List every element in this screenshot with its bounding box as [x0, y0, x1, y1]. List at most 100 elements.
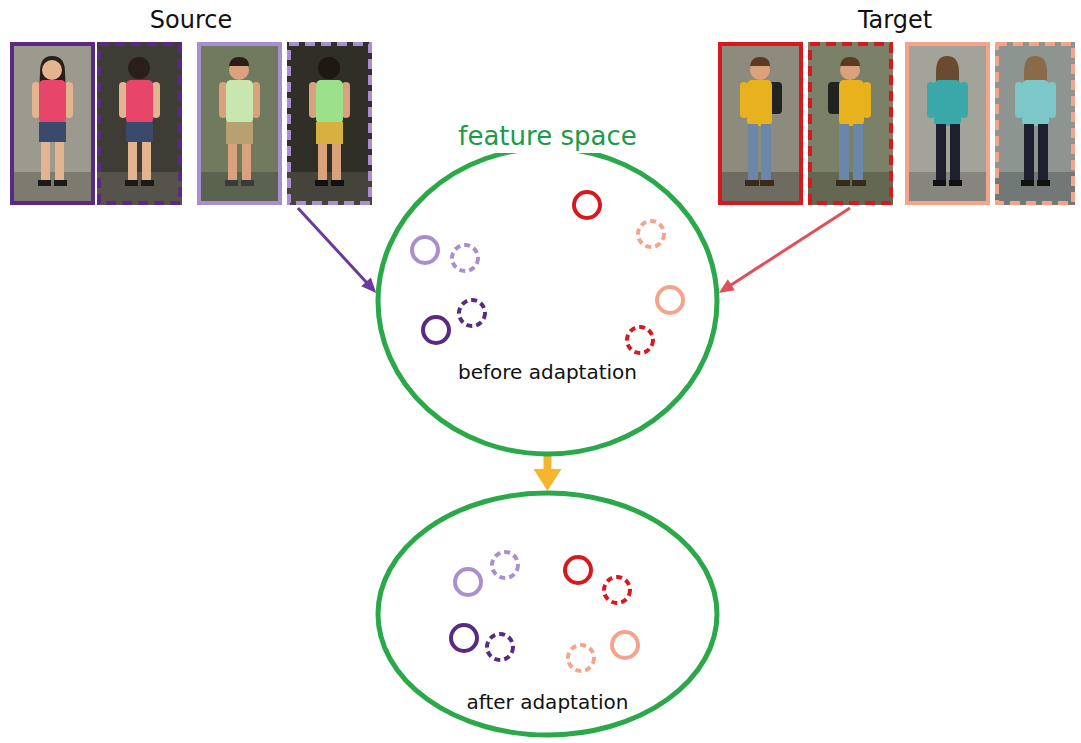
pedestrian-photo-part	[718, 42, 803, 205]
pedestrian-photo	[10, 42, 95, 205]
feature-point-part	[574, 192, 600, 218]
pedestrian-photo-part	[995, 172, 1075, 205]
pedestrian-photo-part	[332, 144, 341, 180]
space-heading: feature space	[454, 121, 640, 152]
pedestrian-photo	[808, 42, 893, 205]
pedestrian-photo-part	[810, 44, 891, 203]
pedestrian-photo-part	[119, 82, 127, 118]
pedestrian-photo-part	[1022, 80, 1049, 126]
pedestrian-photo-part	[331, 180, 344, 186]
pedestrian-photo-part	[927, 82, 935, 118]
pedestrian-photo-part	[42, 60, 62, 80]
arrowhead	[534, 469, 562, 491]
pedestrian-photo	[995, 42, 1075, 205]
feature-point-part	[412, 237, 438, 263]
feature-point-part	[492, 552, 518, 578]
feature-point-part	[455, 569, 481, 595]
feature-point-part	[604, 577, 630, 603]
pedestrian-photo-part	[839, 80, 864, 126]
pedestrian-photo-part	[342, 82, 350, 118]
pedestrian-photo-part	[289, 44, 370, 203]
feature-point	[412, 192, 683, 353]
pedestrian-photo-part	[65, 82, 73, 118]
pedestrian-photo-part	[750, 57, 770, 66]
feature-point-part	[459, 300, 485, 326]
pedestrian-photo-part	[318, 144, 327, 180]
pedestrian-photo-part	[197, 172, 282, 205]
pedestrian-photo-part	[950, 124, 960, 180]
pedestrian-photo-part	[128, 57, 150, 79]
pedestrian-photo-part	[933, 180, 946, 186]
pedestrian-photo-part	[840, 57, 860, 66]
arrow-connector	[728, 208, 850, 287]
pedestrian-photo-part	[747, 80, 772, 126]
pedestrian-photo-part	[808, 172, 893, 205]
pedestrian-photo-part	[748, 124, 758, 180]
feature-point-part	[423, 317, 449, 343]
pedestrian-photo-part	[99, 44, 180, 203]
pedestrian-photo	[718, 42, 803, 205]
pedestrian-photo-part	[242, 144, 251, 180]
pedestrian-photo-part	[1015, 82, 1023, 118]
pedestrian-photo-part	[905, 42, 990, 205]
pedestrian-photo-part	[1024, 124, 1034, 180]
arrowhead	[719, 279, 735, 293]
pedestrian-photo-part	[905, 172, 990, 205]
pedestrian-photo-part	[128, 142, 137, 180]
feature-point-part	[657, 287, 683, 313]
pedestrian-photo-part	[12, 44, 93, 203]
feature-point-part	[487, 634, 513, 660]
pedestrian-photo-part	[32, 82, 40, 118]
ellipse-outline	[378, 148, 717, 454]
pedestrian-photo-part	[318, 57, 340, 79]
pedestrian-photo-part	[126, 122, 153, 142]
pedestrian-photo-part	[252, 82, 260, 118]
feature-space-ellipse: after adaptation	[375, 490, 720, 738]
pedestrian-photo-part	[995, 42, 1075, 205]
pedestrian-photo-part	[1021, 180, 1034, 186]
pedestrian-photo-part	[863, 82, 871, 118]
feature-point-part	[627, 327, 653, 353]
node-label: before adaptation	[454, 360, 641, 384]
node-label: Source	[146, 6, 236, 35]
image-group: Source	[8, 0, 374, 208]
pedestrian-photo-part	[1037, 180, 1050, 186]
pedestrian-photo-part	[55, 142, 64, 180]
pedestrian-photo	[97, 42, 182, 205]
pedestrian-photo-part	[934, 80, 961, 126]
pedestrian-photo-part	[740, 82, 748, 118]
pedestrian-photo-part	[228, 144, 237, 180]
pedestrian-photo-part	[839, 124, 849, 180]
pedestrian-photo-part	[315, 180, 328, 186]
pedestrian-photo-part	[836, 180, 850, 186]
pedestrian-photo-part	[907, 44, 988, 203]
pedestrian-photo-part	[97, 42, 182, 205]
pedestrian-photo-part	[745, 180, 759, 186]
image-group: Target	[712, 0, 1078, 208]
pedestrian-photo-part	[125, 180, 138, 186]
pedestrian-photo-part	[1038, 124, 1048, 180]
pedestrian-photo-part	[39, 122, 66, 142]
node-label: after adaptation	[463, 690, 633, 714]
pedestrian-photo-part	[142, 142, 151, 180]
feature-point-part	[452, 245, 478, 271]
pedestrian-photo-part	[852, 180, 866, 186]
pedestrian-photo-part	[960, 82, 968, 118]
pedestrian-photo-part	[219, 82, 227, 118]
pedestrian-photo-part	[225, 180, 238, 186]
pedestrian-photo-part	[229, 57, 249, 66]
pedestrian-photo-part	[199, 44, 280, 203]
feature-point-part	[565, 557, 591, 583]
pedestrian-photo-part	[309, 82, 317, 118]
pedestrian-photo	[905, 42, 990, 205]
pedestrian-photo-part	[226, 80, 253, 124]
pedestrian-photo-part	[936, 124, 946, 180]
pedestrian-photo-part	[226, 122, 253, 144]
pedestrian-photo-part	[761, 124, 771, 180]
arrowhead	[361, 277, 376, 292]
ellipse-outline	[378, 493, 717, 735]
pedestrian-photo-part	[10, 42, 95, 205]
pedestrian-photo-part	[316, 80, 343, 124]
pedestrian-photo-part	[241, 180, 254, 186]
pedestrian-photo-part	[38, 180, 51, 186]
